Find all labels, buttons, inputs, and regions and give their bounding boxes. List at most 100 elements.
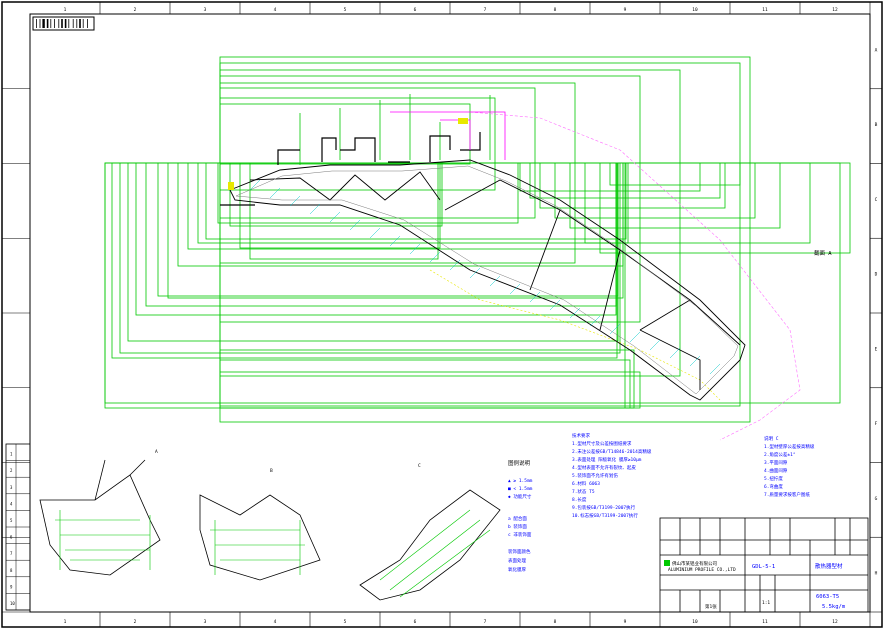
dimension-line <box>219 359 631 409</box>
company-logo-icon <box>664 560 670 566</box>
section-hatch <box>249 179 721 375</box>
title-scale: 1:1 <box>762 600 770 606</box>
legend-sub-3: c 非装饰面 <box>508 531 532 538</box>
barcode-bar <box>61 19 63 28</box>
hatch-line <box>709 363 721 375</box>
hatch-line <box>249 179 261 191</box>
border-label: 8 <box>554 7 557 13</box>
notes-left-line: 2.未注公差按GB/T14846-2014高精级 <box>572 448 652 455</box>
yellow-marker <box>228 118 468 190</box>
detail-view-b <box>199 494 321 581</box>
border-label: E <box>875 346 878 352</box>
barcode-icon <box>32 16 95 31</box>
dimension-line <box>219 371 641 409</box>
hatch-line <box>289 195 301 207</box>
title-weight: 5.5kg/m <box>822 604 846 610</box>
notes-right-line: 1.型材壁厚公差按高精级 <box>764 443 815 450</box>
revision-number: 4 <box>10 501 13 506</box>
dimension-line <box>219 62 741 407</box>
detail-view-c-dims <box>379 509 491 598</box>
revision-number: 6 <box>10 535 13 540</box>
dimension-line <box>187 162 619 250</box>
dimension-line <box>119 162 621 354</box>
hatch-line <box>629 331 641 343</box>
border-label: A <box>875 47 878 53</box>
revision-number: 1 <box>10 452 13 457</box>
dimension-line <box>104 162 626 409</box>
legend-extra-1: 装饰面颜色 <box>508 548 531 555</box>
callout-main: 截面 A <box>814 249 832 257</box>
title-drawing-no: GDL-5-1 <box>752 564 775 570</box>
border-label: B <box>875 122 878 128</box>
hatch-line <box>569 307 581 319</box>
detail-view-a-dims <box>55 510 151 570</box>
border-label: 1 <box>64 619 67 625</box>
detail-view-b-dims <box>210 520 305 575</box>
legend-sub-1: a 配合面 <box>508 515 527 522</box>
hatch-line <box>669 347 681 359</box>
dimension-line <box>239 162 441 249</box>
notes-right-line: 6.弯曲度 <box>764 483 783 490</box>
barcode-bar <box>82 19 84 28</box>
border-label: 11 <box>762 619 768 625</box>
notes-left-line: 1.型材尺寸及公差按图纸要求 <box>572 440 632 447</box>
title-company: 佛山市某铝业有限公司 <box>672 560 717 567</box>
hatch-line <box>449 259 461 271</box>
dimension-line <box>104 162 841 404</box>
border-label: 3 <box>204 619 207 625</box>
title-block <box>659 517 869 613</box>
border-label: 6 <box>414 619 417 625</box>
dimension-line <box>584 162 811 244</box>
dimension-line <box>157 162 619 297</box>
border-label: G <box>875 496 878 502</box>
notes-left-line: 9.包装按GB/T3199-2007执行 <box>572 504 636 511</box>
notes-right-line: 2.角度公差±1° <box>764 451 796 458</box>
border-label: H <box>875 571 878 577</box>
hatch-line <box>349 219 361 231</box>
border-label: 9 <box>624 7 627 13</box>
hatch-line <box>429 251 441 263</box>
legend-row-1: ▲ ≥ 1.5mm <box>508 478 533 484</box>
notes-left-line: 3.表面处理 阳极氧化 膜厚≥10μm <box>572 456 642 463</box>
profile-fins <box>220 132 481 206</box>
hatch-line <box>369 227 381 239</box>
notes-left-line: 10.标志按GB/T3199-2007执行 <box>572 512 638 519</box>
notes-left: 技术要求 1.型材尺寸及公差按图纸要求 2.未注公差按GB/T14846-201… <box>572 432 652 519</box>
revision-number: 2 <box>10 468 13 473</box>
hatch-line <box>529 291 541 303</box>
legend: 图例说明 ▲ ≥ 1.5mm ■ < 1.5mm ◆ 功能尺寸 a 配合面 b … <box>508 459 533 573</box>
border-label: D <box>875 272 878 278</box>
dimension-line <box>539 162 726 209</box>
profile-inner <box>235 165 739 395</box>
magenta-detail <box>390 111 506 160</box>
hatch-line <box>389 235 401 247</box>
revision-number: 8 <box>10 568 13 573</box>
revision-number: 7 <box>10 551 13 556</box>
notes-left-title: 技术要求 <box>572 432 590 439</box>
outline-dashed <box>469 111 801 441</box>
notes-right-line: 4.曲面间隙 <box>764 467 788 474</box>
border-label: 5 <box>344 619 347 625</box>
title-name: 散热器型材 <box>815 562 843 570</box>
dimension-line <box>219 349 635 409</box>
border-label: 3 <box>204 7 207 13</box>
dimension-line <box>219 103 471 165</box>
barcode-bar <box>68 19 70 28</box>
notes-left-line: 7.状态 T5 <box>572 488 595 495</box>
barcode-bar <box>79 19 81 28</box>
notes-left-line: 4.型材表面不允许有裂纹、起皮 <box>572 464 636 471</box>
notes-left-line: 5.装饰面不允许有划伤 <box>572 472 618 479</box>
border-label: 12 <box>832 619 838 625</box>
legend-extra-2: 表面处理 <box>508 557 526 564</box>
detail-label-c: C <box>418 463 421 469</box>
hatch-line <box>469 267 481 279</box>
barcode-bar <box>46 19 49 28</box>
dimension-line <box>177 162 624 267</box>
revision-number: 3 <box>10 485 13 490</box>
detail-label-a: A <box>155 449 158 455</box>
border-label: C <box>875 197 878 203</box>
outline-yellow <box>429 269 721 401</box>
